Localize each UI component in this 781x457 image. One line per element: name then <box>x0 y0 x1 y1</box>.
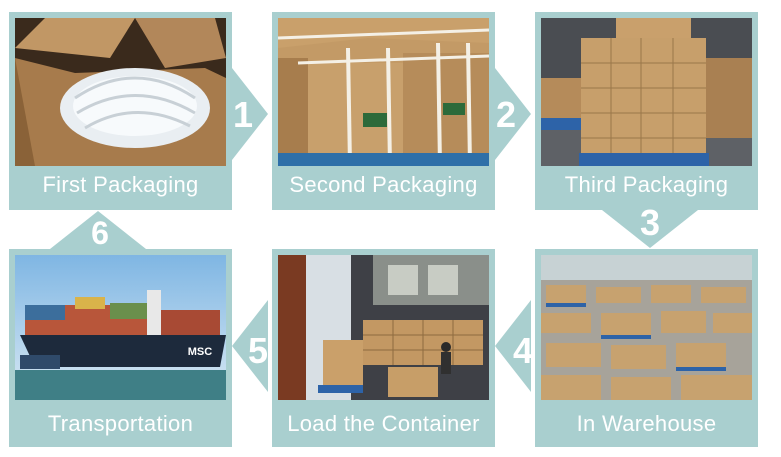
step-label: Transportation <box>47 411 194 436</box>
ship-name-text: MSC <box>188 346 213 358</box>
step-label: Second Packaging <box>289 172 478 197</box>
step-card-second-packaging: Second Packaging <box>272 12 495 210</box>
arrow-1-to-2 <box>232 68 268 160</box>
step-number-3: 3 <box>639 202 661 243</box>
step-number-6: 6 <box>91 215 109 251</box>
photo-load-the-container <box>278 255 489 400</box>
arrow-3-to-4 <box>602 210 698 248</box>
step-card-transportation: MSC Transportation <box>9 249 232 447</box>
photo-third-packaging <box>541 18 752 166</box>
step-number-2: 2 <box>495 94 517 135</box>
step-number-1: 1 <box>232 94 254 135</box>
step-number-4: 4 <box>512 330 534 371</box>
step-card-first-packaging: First Packaging <box>9 12 232 210</box>
step-label: In Warehouse <box>576 411 717 436</box>
arrow-2-to-3 <box>495 68 531 160</box>
step-card-in-warehouse: In Warehouse <box>535 249 758 447</box>
step-card-third-packaging: Third Packaging <box>535 12 758 210</box>
step-label: First Packaging <box>42 172 199 197</box>
step-label: Third Packaging <box>564 172 729 197</box>
arrow-4-to-5 <box>495 300 531 392</box>
photo-first-packaging <box>15 18 226 166</box>
step-label: Load the Container <box>287 411 480 436</box>
arrow-6-to-1 <box>50 211 146 249</box>
step-card-load-the-container: Load the Container <box>272 249 495 447</box>
photo-second-packaging <box>278 18 489 166</box>
photo-in-warehouse <box>541 255 752 400</box>
arrow-5-to-6 <box>232 300 268 392</box>
step-number-5: 5 <box>247 330 269 371</box>
photo-transportation: MSC <box>15 255 226 400</box>
